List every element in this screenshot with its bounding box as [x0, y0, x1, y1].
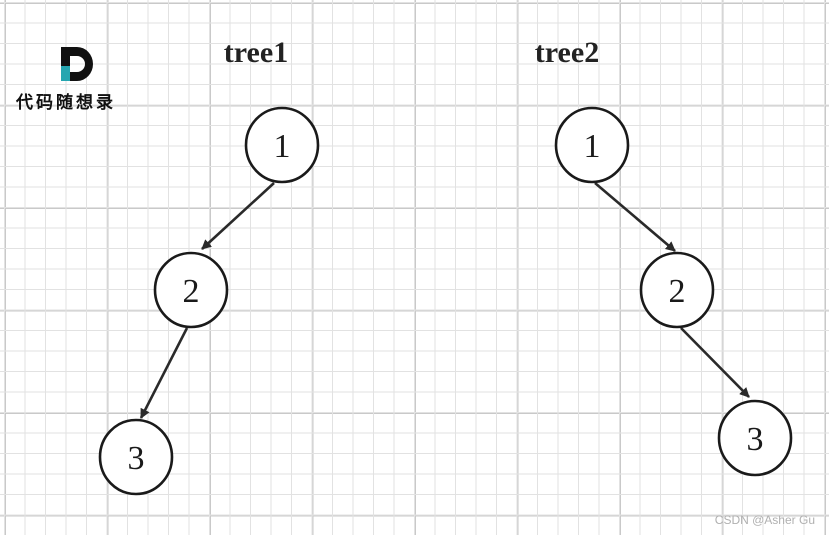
tree2: tree2 1 2 3: [535, 36, 793, 477]
logo-text: 代码随想录: [16, 93, 116, 113]
tree2-node-3: 3: [717, 399, 793, 477]
tree2-node-2: 2: [639, 251, 715, 329]
tree2-edge-2-3: [680, 327, 750, 398]
tree1-node-2: 2: [153, 251, 229, 329]
tree1-node-1-label: 1: [274, 128, 291, 165]
tree2-node-3-label: 3: [747, 421, 764, 458]
tree2-edge-1-2: [594, 182, 676, 252]
tree1-node-2-label: 2: [183, 273, 200, 310]
tree1-node-3-label: 3: [128, 440, 145, 477]
tree1-edge-2-3: [139, 327, 189, 419]
tree2-node-2-label: 2: [669, 273, 686, 310]
tree1-edge-1-2: [201, 182, 275, 250]
logo: 代码随想录: [16, 46, 141, 113]
tree1-title: tree1: [224, 36, 288, 69]
tree1: tree1 1 2 3: [98, 36, 320, 496]
logo-d-icon: [61, 47, 93, 81]
tree2-node-1-label: 1: [584, 128, 601, 165]
watermark: CSDN @Asher Gu: [714, 513, 815, 527]
tree1-node-3: 3: [98, 418, 174, 496]
tree2-node-1: 1: [554, 106, 630, 184]
tree1-node-1: 1: [244, 106, 320, 184]
tree2-title: tree2: [535, 36, 599, 69]
